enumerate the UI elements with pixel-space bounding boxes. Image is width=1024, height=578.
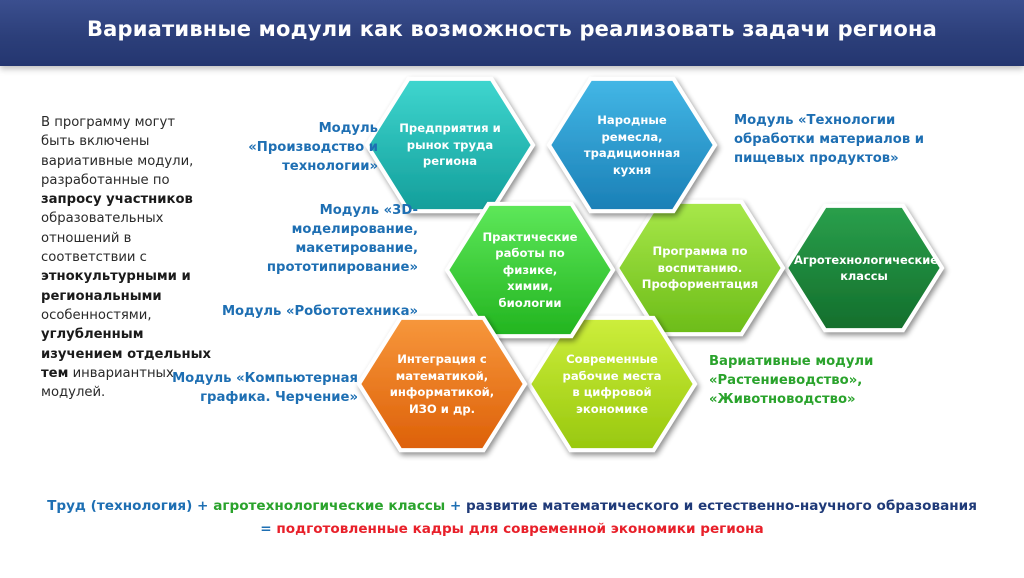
hexagon-text-line: Современные xyxy=(566,352,658,366)
hexagon-text-line: химии, xyxy=(507,279,553,294)
label-variative-modules: Вариативные модули «Растениеводство», «Ж… xyxy=(709,352,909,409)
label-line: Модуль «3D- xyxy=(319,203,418,218)
label-line: Вариативные модули xyxy=(709,354,874,369)
hexagon-text-line: кухня xyxy=(612,162,652,177)
hexagon-text-line: воспитанию. xyxy=(657,260,743,275)
label-line: моделирование, xyxy=(291,222,418,237)
hexagon-text-line: информатикой, xyxy=(389,385,495,399)
label-line: «Животноводство» xyxy=(709,392,856,407)
label-production: Модуль «Производство и технологии» xyxy=(226,119,378,176)
hexagon-text-line: в цифровой xyxy=(572,385,652,399)
hexagon-text-line: ремесла, xyxy=(601,129,663,144)
hexagon-text-line: Профориентация xyxy=(641,277,759,292)
label-line: обработки материалов и xyxy=(734,132,925,147)
hexagon-text-line: региона xyxy=(422,154,478,169)
intro-text: В программу могут быть включены вариатив… xyxy=(41,113,211,402)
hexagon-text-line: рабочие места xyxy=(562,368,662,383)
intro-bold: углубленным изучением отдельных тем xyxy=(41,327,212,381)
label-line: Модуль xyxy=(318,121,378,136)
hexagon-text-line: Народные xyxy=(597,113,667,127)
hexagon-text-line: традиционная xyxy=(583,146,681,160)
formula-agro: агротехнологические классы xyxy=(213,498,446,514)
hexagon-text-line: математикой, xyxy=(395,368,489,383)
hexagon-text-line: ИЗО и др. xyxy=(408,401,476,416)
hexagon-text-line: Предприятия и xyxy=(399,121,501,136)
intro-part: инвариантных модулей. xyxy=(41,365,174,401)
formula-plus: + xyxy=(445,498,466,514)
formula-line-1: Труд (технология) + агротехнологические … xyxy=(0,498,1024,514)
hexagon-text-line: биологии xyxy=(498,295,562,310)
header-banner: Вариативные модули как возможность реали… xyxy=(0,0,1024,66)
label-3d-modeling: Модуль «3D- моделирование, макетирование… xyxy=(232,201,418,277)
formula-result: подготовленные кадры для современной эко… xyxy=(276,521,764,537)
label-line: «Производство и xyxy=(248,140,378,155)
label-line: Модуль «Робототехника» xyxy=(221,304,418,319)
hexagon-text-line: Агротехнологические xyxy=(794,252,938,267)
hexagon-upbringing xyxy=(614,199,786,337)
intro-bold: этнокультурными и региональными xyxy=(41,269,191,304)
hexagon-text-agro: Агротехнологические классы xyxy=(794,252,938,285)
hexagon-text-integration: Интеграция с математикой, информатикой, ИЗО… xyxy=(372,351,512,417)
label-robotics: Модуль «Робототехника» xyxy=(200,302,418,321)
hexagon-text-line: классы xyxy=(840,269,888,283)
intro-bold: запросу участников xyxy=(41,192,193,208)
label-materials: Модуль «Технологии обработки материалов … xyxy=(734,111,944,168)
intro-part: образовательных отношений в соответствии… xyxy=(41,211,164,266)
page-title: Вариативные модули как возможность реали… xyxy=(86,17,938,41)
hexagon-text-line: физике, xyxy=(502,262,558,277)
label-graphics: Модуль «Компьютерная графика. Черчение» xyxy=(160,369,358,407)
hexagon-text-line: Программа по xyxy=(652,244,748,259)
label-line: Модуль «Компьютерная xyxy=(172,371,358,386)
label-line: макетирование, xyxy=(295,241,418,256)
label-line: графика. Черчение» xyxy=(200,390,358,405)
hexagon-text-line: Интеграция с xyxy=(397,352,487,366)
label-line: прототипирование» xyxy=(266,260,418,275)
hexagon-crafts xyxy=(546,76,718,214)
label-line: Модуль «Технологии xyxy=(734,113,896,128)
label-line: «Растениеводство», xyxy=(709,373,863,388)
formula-labor: Труд (технология) xyxy=(47,498,193,514)
formula-plus: + xyxy=(192,498,214,514)
hexagon-workplaces xyxy=(526,315,698,453)
intro-part: особенностями, xyxy=(41,307,152,323)
hexagon-text-line: экономике xyxy=(575,401,648,416)
formula-math-science: развитие математического и естественно-н… xyxy=(466,498,977,514)
intro-part: В программу могут быть включены вариатив… xyxy=(41,115,194,188)
hexagon-text-workplaces: Современные рабочие места в цифровой эконом… xyxy=(542,351,682,417)
hexagon-text-line: рынок труда xyxy=(406,137,494,152)
label-line: пищевых продуктов» xyxy=(734,151,899,166)
formula-line-2: = подготовленные кадры для современной э… xyxy=(0,521,1024,537)
hexagon-text-crafts: Народные ремесла, традиционная кухня xyxy=(562,112,702,178)
label-line: технологии» xyxy=(282,159,378,174)
hexagon-text-line: Практические xyxy=(482,229,578,244)
hexagon-practical xyxy=(444,201,616,339)
hexagon-agro xyxy=(783,203,945,333)
hexagon-text-line: работы по xyxy=(495,246,565,261)
formula-equals: = xyxy=(260,521,277,537)
hexagon-integration xyxy=(356,315,528,453)
